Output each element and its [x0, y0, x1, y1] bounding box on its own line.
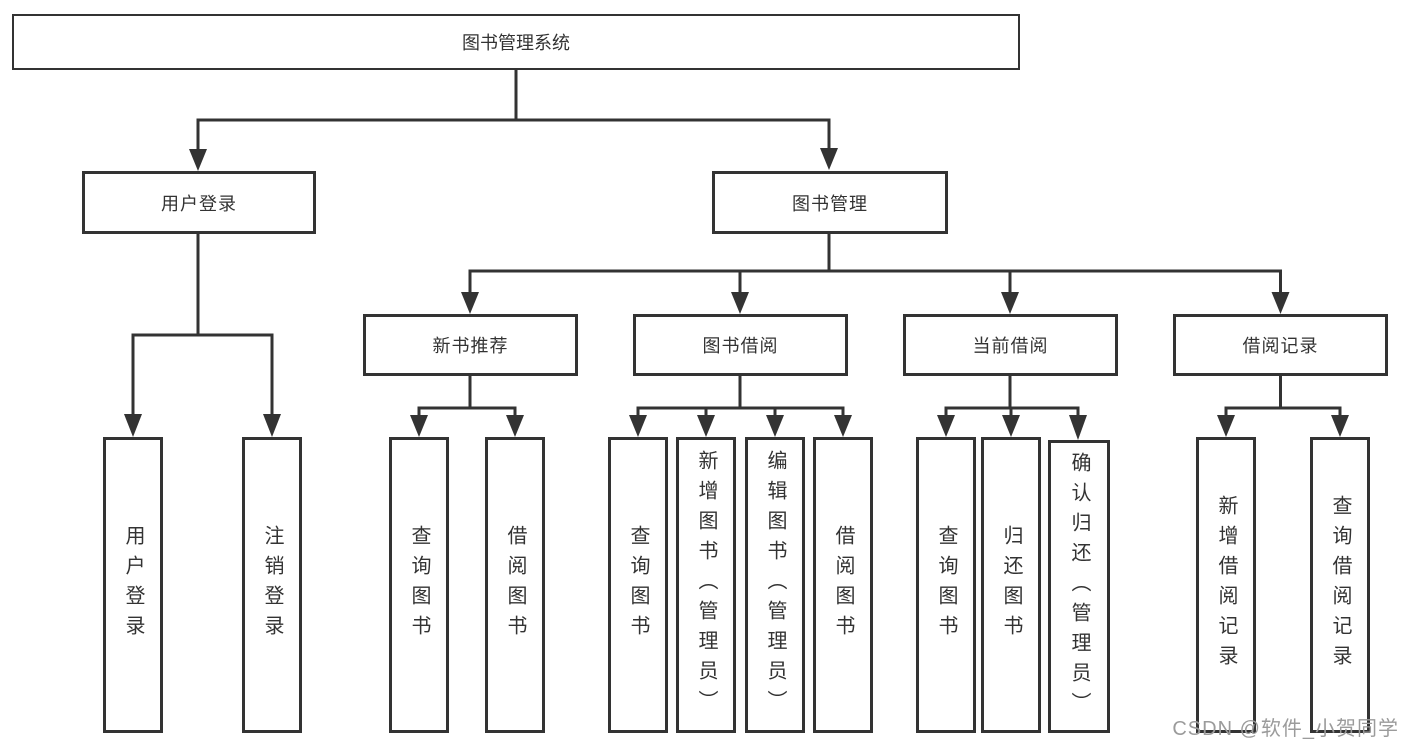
leaf-return-book: 归还图书: [981, 437, 1041, 733]
node-borrow-records-label: 借阅记录: [1242, 336, 1319, 356]
node-user-login-label: 用户登录: [161, 193, 237, 214]
leaf-borrow-book: 借阅图书: [813, 437, 873, 733]
node-root: 图书管理系统: [12, 14, 1020, 70]
leaf-edit-book-admin: 编辑图书（管理员）: [745, 437, 805, 733]
leaf-confirm-return-admin-label: 确认归还（管理员）: [1068, 451, 1090, 722]
leaf-query-borrow-record-label: 查询借阅记录: [1329, 495, 1351, 675]
node-book-management-label: 图书管理: [792, 193, 868, 214]
node-book-borrow-label: 图书借阅: [702, 336, 779, 356]
leaf-query-book-current: 查询图书: [916, 437, 976, 733]
leaf-edit-book-admin-label: 编辑图书（管理员）: [764, 450, 786, 720]
leaf-add-borrow-record: 新增借阅记录: [1196, 437, 1256, 733]
node-book-management: 图书管理: [712, 171, 948, 234]
node-current-borrow: 当前借阅: [903, 314, 1118, 376]
leaf-return-book-label: 归还图书: [1000, 525, 1022, 645]
leaf-logout-label: 注销登录: [261, 525, 283, 645]
leaf-borrow-book-recommend-label: 借阅图书: [504, 525, 526, 645]
leaf-confirm-return-admin: 确认归还（管理员）: [1048, 440, 1110, 733]
leaf-query-book-borrow: 查询图书: [608, 437, 668, 733]
leaf-query-book-recommend: 查询图书: [389, 437, 449, 733]
watermark: CSDN @软件_小贺同学: [1172, 718, 1399, 740]
node-borrow-records: 借阅记录: [1173, 314, 1388, 376]
leaf-borrow-book-label: 借阅图书: [832, 525, 854, 645]
leaf-query-book-current-label: 查询图书: [935, 525, 957, 645]
arrowhead-icons: [124, 148, 1349, 440]
leaf-user-login: 用户登录: [103, 437, 163, 733]
node-new-book-recommend: 新书推荐: [363, 314, 578, 376]
leaf-query-borrow-record: 查询借阅记录: [1310, 437, 1370, 733]
node-root-label: 图书管理系统: [462, 33, 570, 53]
leaf-query-book-borrow-label: 查询图书: [627, 525, 649, 645]
node-current-borrow-label: 当前借阅: [972, 336, 1049, 356]
leaf-add-book-admin: 新增图书（管理员）: [676, 437, 736, 733]
leaf-query-book-recommend-label: 查询图书: [408, 525, 430, 645]
leaf-logout: 注销登录: [242, 437, 302, 733]
node-new-book-recommend-label: 新书推荐: [432, 336, 509, 356]
leaf-add-borrow-record-label: 新增借阅记录: [1215, 495, 1237, 675]
node-book-borrow: 图书借阅: [633, 314, 848, 376]
leaf-add-book-admin-label: 新增图书（管理员）: [695, 450, 717, 720]
leaf-borrow-book-recommend: 借阅图书: [485, 437, 545, 733]
leaf-user-login-label: 用户登录: [122, 525, 144, 645]
node-user-login: 用户登录: [82, 171, 316, 234]
